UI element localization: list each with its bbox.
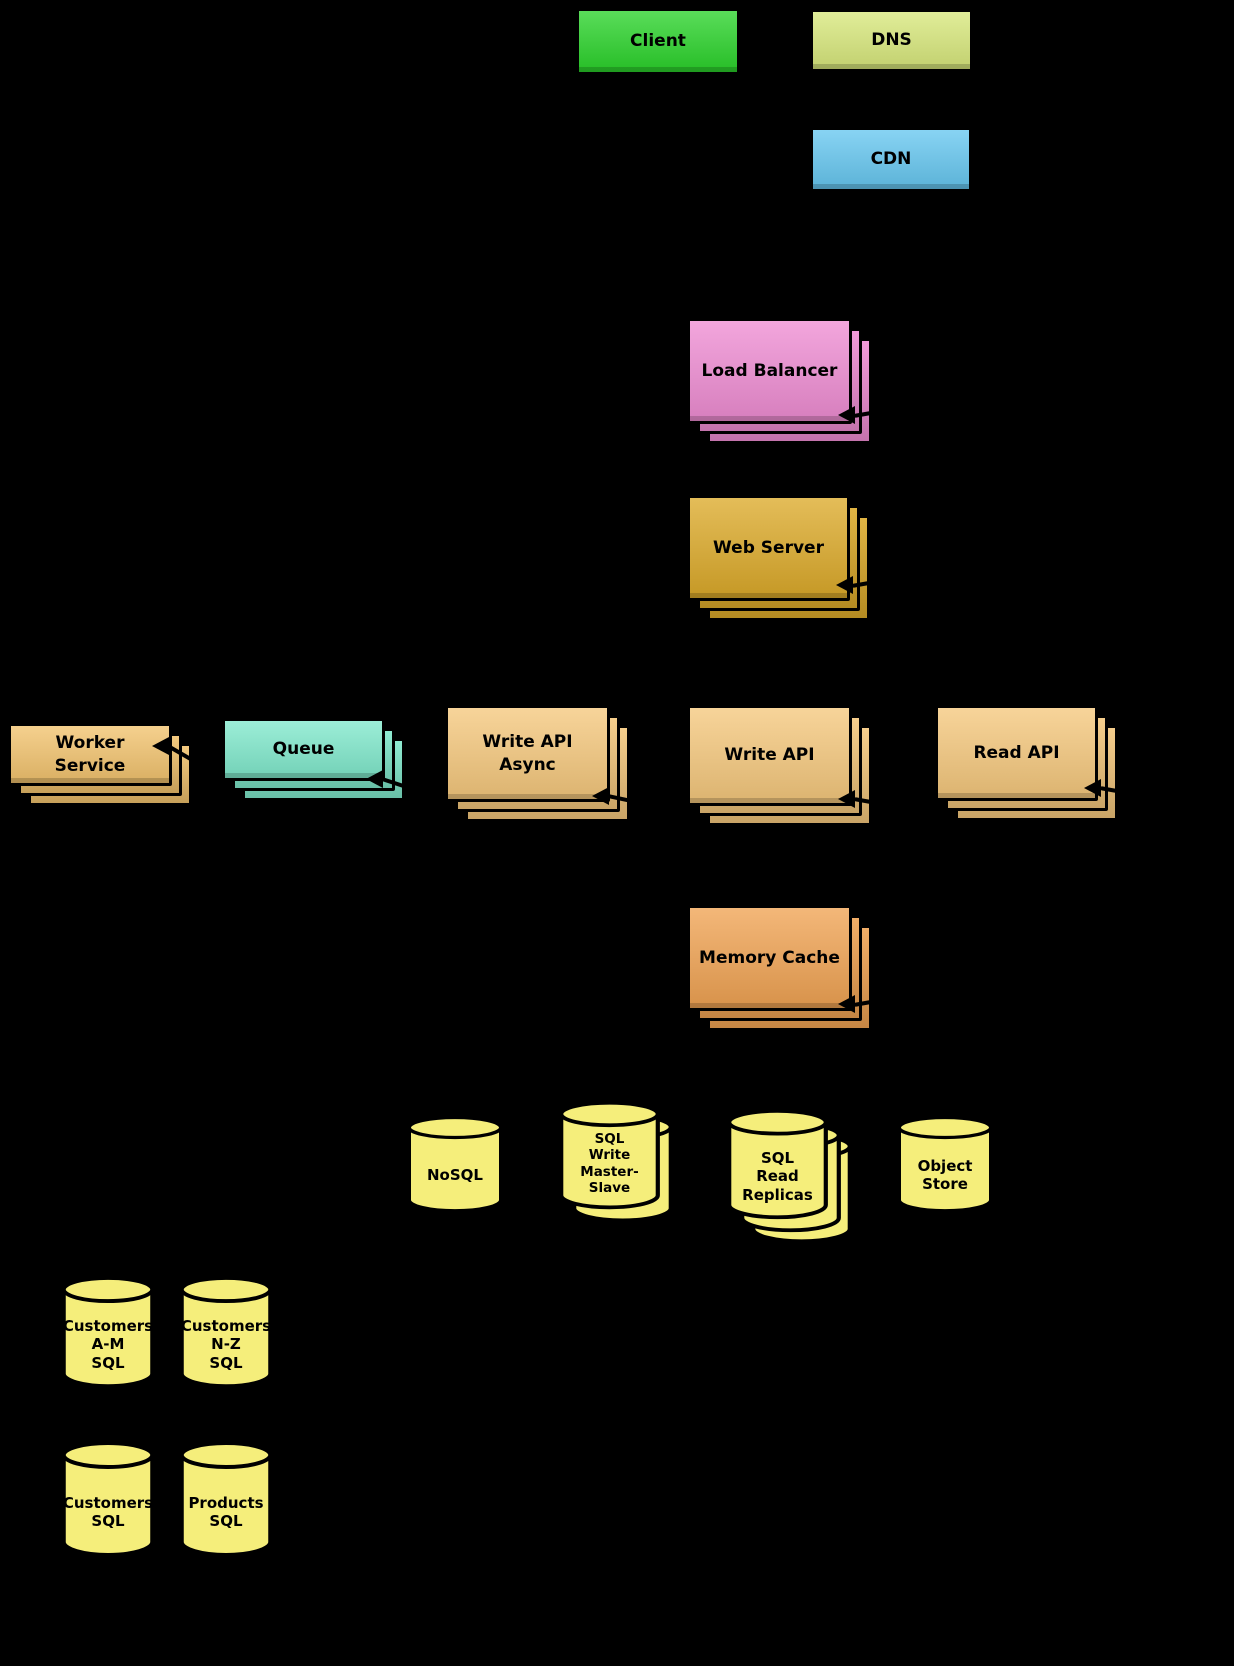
write-api-async-label: Write API Async xyxy=(445,705,610,802)
dns-node: DNS xyxy=(810,9,973,72)
memory-cache-label: Memory Cache xyxy=(687,905,852,1011)
sql-read-replicas-node: SQL Read Replicas xyxy=(725,1108,852,1244)
client-label: Client xyxy=(576,8,740,75)
queue-node: Queue xyxy=(222,718,405,801)
connector-arrowhead-icon xyxy=(1084,779,1101,797)
worker-service-label: Worker Service xyxy=(8,723,172,786)
cylinder-shape xyxy=(61,1441,155,1557)
web-server-label: Web Server xyxy=(687,495,850,601)
memory-cache-node: Memory Cache xyxy=(687,905,872,1031)
customers-nz-sql-label: Customers N-Z SQL xyxy=(180,1317,272,1372)
connector-arrowhead-icon xyxy=(838,995,855,1013)
queue-label: Queue xyxy=(222,718,385,781)
object-store-node: Object Store xyxy=(895,1115,995,1215)
products-sql-node: Products SQL xyxy=(178,1440,274,1560)
customers-sql-label: Customers SQL xyxy=(62,1493,154,1530)
connector-arrowhead-icon xyxy=(366,770,383,788)
read-api-label: Read API xyxy=(935,705,1098,801)
customers-am-sql-label: Customers A-M SQL xyxy=(62,1317,154,1372)
worker-service-node: Worker Service xyxy=(8,723,192,806)
sql-write-master-slave-label: SQL Write Master- Slave xyxy=(580,1130,639,1197)
connector-arrowhead-icon xyxy=(592,787,609,805)
cdn-label: CDN xyxy=(810,127,972,192)
write-api-label: Write API xyxy=(687,705,852,806)
cylinder-shape xyxy=(727,1108,828,1220)
cylinder-shape xyxy=(559,1100,660,1210)
load-balancer-label: Load Balancer xyxy=(687,318,852,424)
cylinder-shape xyxy=(407,1115,503,1213)
read-api-node: Read API xyxy=(935,705,1118,821)
nosql-node: NoSQL xyxy=(405,1115,505,1215)
write-api-node: Write API xyxy=(687,705,872,826)
connector-arrowhead-icon xyxy=(152,737,169,755)
web-server-node: Web Server xyxy=(687,495,870,621)
customers-sql-node: Customers SQL xyxy=(60,1440,156,1560)
dns-label: DNS xyxy=(810,9,973,72)
connector-arrowhead-icon xyxy=(838,406,855,424)
load-balancer-node: Load Balancer xyxy=(687,318,872,444)
cylinder-shape xyxy=(179,1441,273,1557)
cylinder-shape xyxy=(179,1275,273,1389)
products-sql-label: Products SQL xyxy=(188,1493,264,1530)
connector-arrowhead-icon xyxy=(838,790,855,808)
sql-read-replicas-label: SQL Read Replicas xyxy=(742,1148,813,1204)
sql-write-master-slave-node: SQL Write Master- Slave SQL Write Master… xyxy=(557,1100,673,1223)
cdn-node: CDN xyxy=(810,127,972,192)
cylinder-shape xyxy=(897,1115,993,1213)
nosql-label: NoSQL xyxy=(427,1165,483,1184)
client-node: Client xyxy=(576,8,740,75)
write-api-async-node: Write API Async xyxy=(445,705,630,822)
connector-arrowhead-icon xyxy=(836,576,853,594)
customers-nz-sql-node: Customers N-Z SQL xyxy=(178,1275,274,1391)
object-store-label: Object Store xyxy=(917,1156,973,1193)
customers-am-sql-node: Customers A-M SQL xyxy=(60,1275,156,1391)
cylinder-shape xyxy=(61,1275,155,1389)
